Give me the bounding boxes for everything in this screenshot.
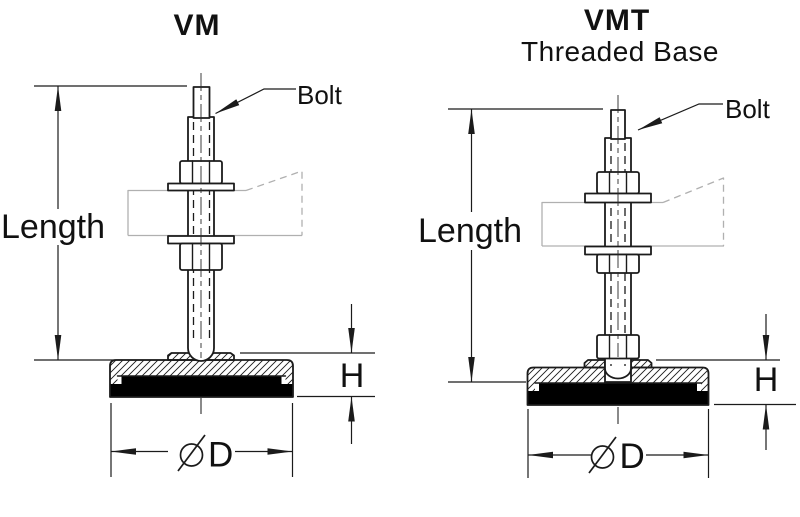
vmt-length-label: Length: [418, 212, 522, 250]
vm-bolt-tip: [192, 86, 211, 119]
vmt-hex-nut-base-facets: [608, 334, 628, 360]
vm-height-label: H: [340, 357, 365, 395]
vm-dim-diameter: D: [110, 403, 294, 477]
vmt-ghost-plate-breakout: [662, 177, 725, 246]
diameter-icon: [588, 436, 617, 474]
vm-base: [109, 352, 294, 398]
vmt-bolt-dome-end: [604, 358, 632, 380]
diameter-icon-circle: [179, 443, 204, 467]
vmt-subtitle: Threaded Base: [521, 36, 719, 67]
vm-base-outline: [109, 359, 294, 398]
vm-bolt-leader: [215, 88, 296, 115]
vm-title: VM: [174, 9, 221, 42]
vmt-base-outline: [526, 366, 710, 406]
vm-ghost-plate-outline: [127, 189, 302, 237]
vm-bolt-thread-lines: [192, 122, 211, 343]
vm-length-label: Length: [1, 208, 105, 246]
diameter-icon-circle: [590, 445, 615, 469]
vm-hex-nut-lower-facets: [191, 242, 211, 271]
vmt-hex-nut-middle-facets: [608, 253, 628, 274]
vmt-dim-diameter: D: [527, 409, 710, 478]
vm-bolt-callout: Bolt: [215, 80, 343, 115]
vmt-rubber-pad-top: [539, 383, 697, 393]
vmt-bolt-callout: Bolt: [637, 94, 771, 131]
vm-rubber-pad: [110, 384, 293, 397]
vmt-rubber-pad: [527, 391, 709, 405]
vmt-dim-height: H: [656, 314, 796, 450]
diameter-icon-slash: [588, 436, 617, 474]
vm-dim-length: Length: [1, 85, 187, 361]
vmt-bolt-label: Bolt: [725, 94, 771, 124]
vmt-dim-length: Length: [418, 108, 603, 383]
diameter-icon: [177, 434, 206, 472]
vmt-height-label: H: [754, 361, 779, 399]
vm-ghost-plate-breakout: [245, 170, 303, 236]
diameter-icon-slash: [177, 434, 206, 472]
vm-figure: VM: [1, 9, 375, 477]
vm-rubber-pad-top: [121, 376, 282, 386]
vm-dim-height: H: [240, 304, 375, 444]
vm-diameter-label: D: [208, 436, 233, 475]
vmt-figure: VMT Threaded Base: [418, 4, 796, 478]
vmt-hex-nut-upper-facets: [608, 171, 628, 195]
vmt-bolt-leader: [637, 103, 723, 131]
vm-hex-nut-upper-facets: [191, 160, 211, 185]
vmt-base: [526, 359, 710, 406]
vmt-diameter-label: D: [620, 437, 645, 476]
vmt-ghost-plate-outline: [541, 201, 724, 247]
vmt-title: VMT: [584, 4, 650, 37]
vm-bolt-label: Bolt: [297, 80, 343, 110]
